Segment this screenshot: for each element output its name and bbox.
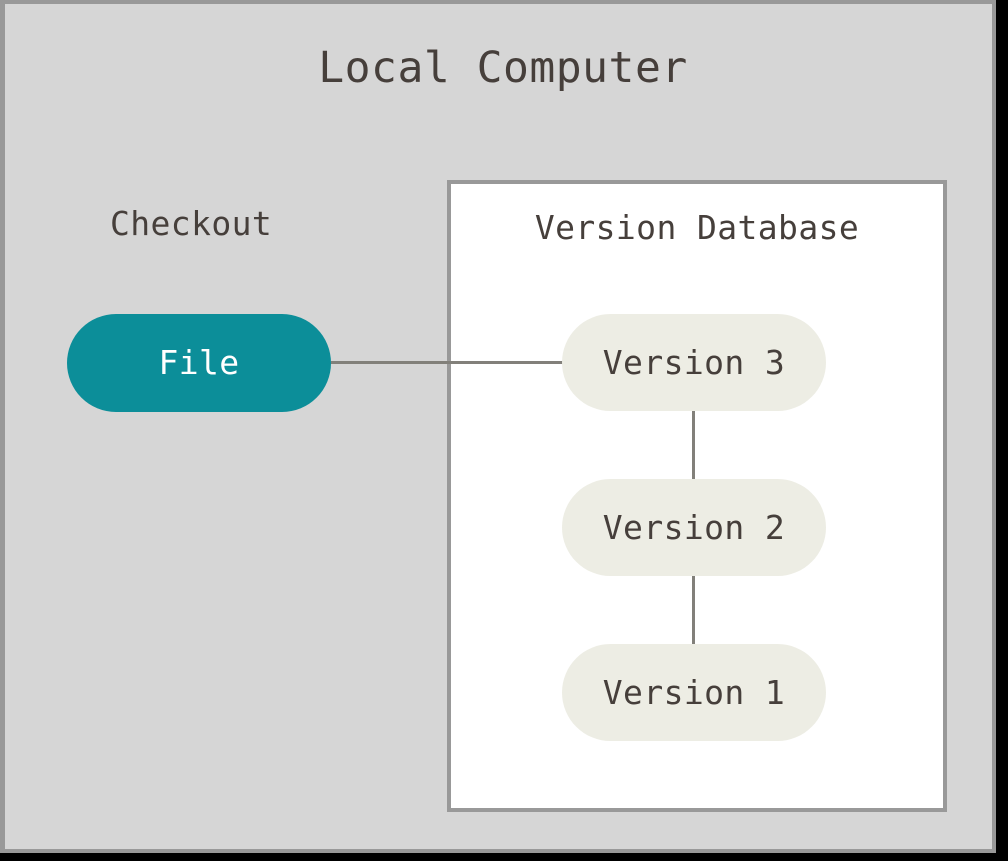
right-matte (996, 0, 1008, 861)
version-database-title: Version Database (534, 208, 860, 247)
connector-version-3-to-version-2 (692, 410, 695, 479)
node-file[interactable]: File (67, 314, 331, 412)
node-version-2-label: Version 2 (602, 507, 786, 547)
local-computer-frame: Local Computer Checkout Version Database… (0, 0, 996, 853)
node-version-1[interactable]: Version 1 (562, 644, 826, 741)
node-version-3-label: Version 3 (602, 342, 786, 382)
node-version-2[interactable]: Version 2 (562, 479, 826, 576)
bottom-matte (0, 853, 1008, 861)
checkout-label: Checkout (110, 204, 273, 243)
page-title: Local Computer (318, 43, 688, 93)
node-version-1-label: Version 1 (602, 672, 786, 712)
node-version-3[interactable]: Version 3 (562, 314, 826, 411)
connector-file-to-version-3 (331, 361, 563, 364)
node-file-label: File (158, 343, 240, 382)
connector-version-2-to-version-1 (692, 575, 695, 644)
